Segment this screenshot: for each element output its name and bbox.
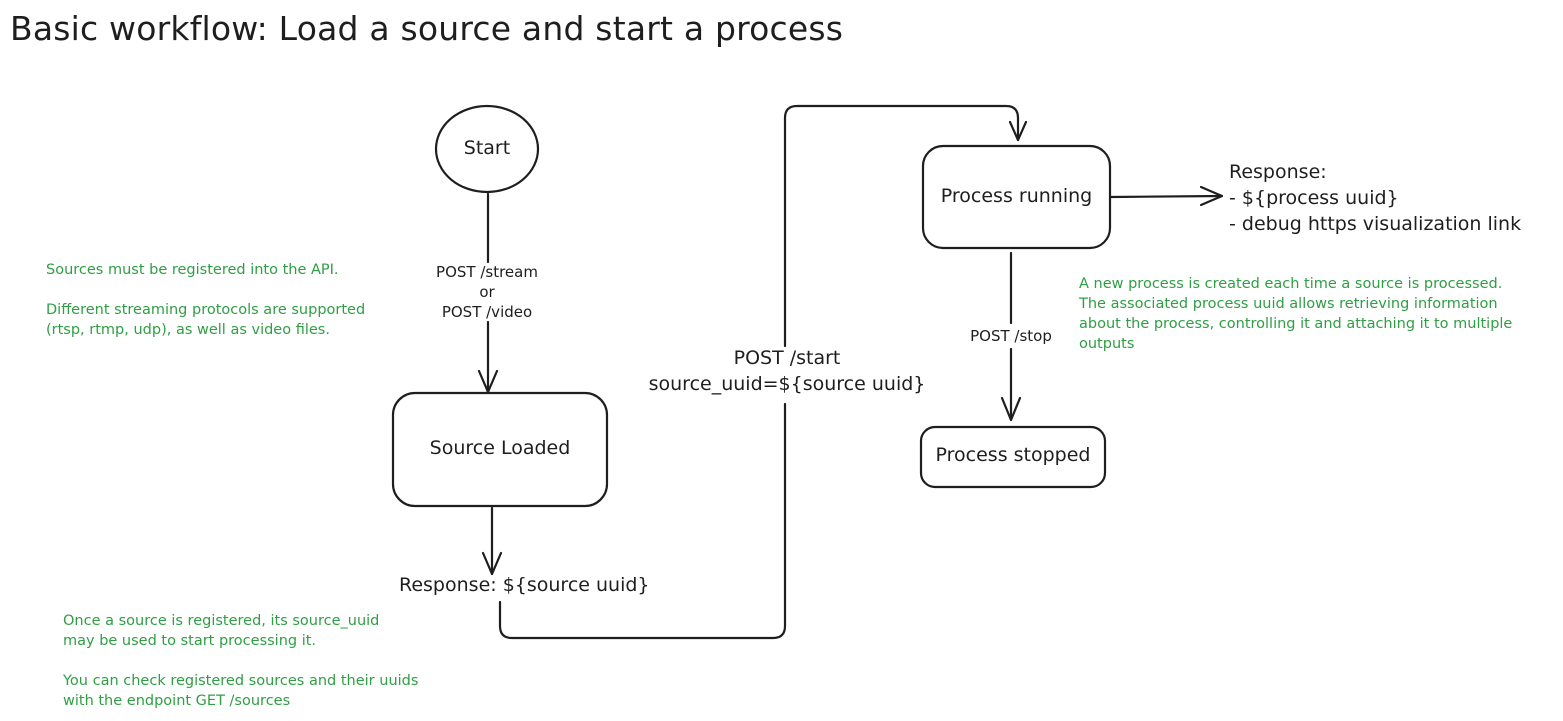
process-response-item: - ${process uuid} [1229, 187, 1399, 209]
start-process-edge-label: POST /start source_uuid=${source uuid} [640, 345, 934, 397]
note-line: Sources must be registered into the API. [46, 262, 339, 278]
start-process-edge-label-line: POST /start [733, 347, 841, 369]
process-response-header: Response: [1229, 161, 1327, 183]
note-process-creation: A new process is created each time a sou… [1079, 274, 1512, 354]
load-source-edge-label-line: POST /stream [436, 263, 538, 281]
note-line: Once a source is registered, its source_… [63, 613, 380, 629]
arrow-process-running-to-response [1109, 194, 1224, 199]
load-source-edge-label-line: or [479, 283, 495, 301]
note-line: about the process, controlling it and at… [1079, 316, 1513, 332]
source-loaded-node-label: Source Loaded [429, 437, 571, 459]
note-line: Different streaming protocols are suppor… [46, 302, 366, 318]
process-stopped-node-label: Process stopped [935, 444, 1091, 466]
arrowhead-source-loaded [477, 369, 499, 394]
arrow-response-to-process-running [498, 104, 1020, 640]
arrowhead-process-response [1199, 185, 1224, 207]
arrowhead-process-running [1008, 120, 1028, 142]
source-loaded-node[interactable] [391, 391, 609, 508]
process-response-label: Response: - ${process uuid} - debug http… [1229, 159, 1521, 237]
load-source-edge-label: POST /stream or POST /video [418, 262, 556, 322]
note-sources-registration: Sources must be registered into the API.… [46, 260, 365, 340]
note-line: You can check registered sources and the… [63, 673, 419, 689]
process-running-node-label: Process running [940, 185, 1093, 207]
stop-process-edge-label: POST /stop [970, 327, 1052, 345]
note-source-uuid-usage: Once a source is registered, its source_… [63, 611, 418, 711]
source-response-label: Response: ${source uuid} [399, 574, 650, 596]
note-line: with the endpoint GET /sources [63, 693, 291, 709]
start-process-edge-label-line: source_uuid=${source uuid} [648, 373, 926, 395]
note-line: may be used to start processing it. [63, 633, 317, 649]
note-line: (rtsp, rtmp, udp), as well as video file… [46, 322, 330, 338]
load-source-edge-label-line: POST /video [441, 303, 533, 321]
process-response-item: - debug https visualization link [1229, 213, 1522, 235]
arrowhead-source-response [481, 551, 503, 576]
process-stopped-node[interactable] [919, 425, 1107, 489]
arrowhead-process-stopped [1000, 396, 1022, 422]
page-title: Basic workflow: Load a source and start … [10, 9, 844, 48]
note-line: outputs [1079, 336, 1135, 352]
start-node[interactable] [434, 104, 540, 194]
note-line: The associated process uuid allows retri… [1079, 296, 1498, 312]
note-line: A new process is created each time a sou… [1079, 276, 1503, 292]
start-node-label: Start [463, 137, 511, 159]
